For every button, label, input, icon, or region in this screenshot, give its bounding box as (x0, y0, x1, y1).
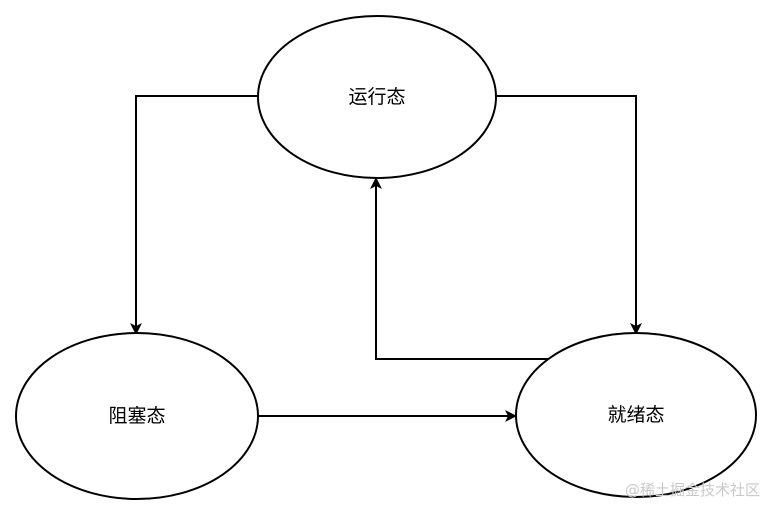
state-node-ready-shape (515, 332, 757, 498)
state-node-blocked: 阻塞态 (15, 332, 259, 500)
state-node-running: 运行态 (257, 15, 497, 179)
state-node-running-shape (257, 15, 497, 179)
state-node-blocked-shape (15, 332, 259, 500)
arrow-ready-to-running (370, 177, 552, 360)
arrow-running-to-blocked (130, 95, 258, 335)
watermark: @稀土掘金技术社区 (624, 481, 760, 499)
arrow-running-to-ready (496, 95, 642, 335)
state-label-running: 运行态 (348, 86, 405, 108)
state-node-ready: 就绪态 (515, 332, 757, 498)
state-label-ready: 就绪态 (607, 404, 664, 426)
state-label-blocked: 阻塞态 (108, 405, 165, 427)
